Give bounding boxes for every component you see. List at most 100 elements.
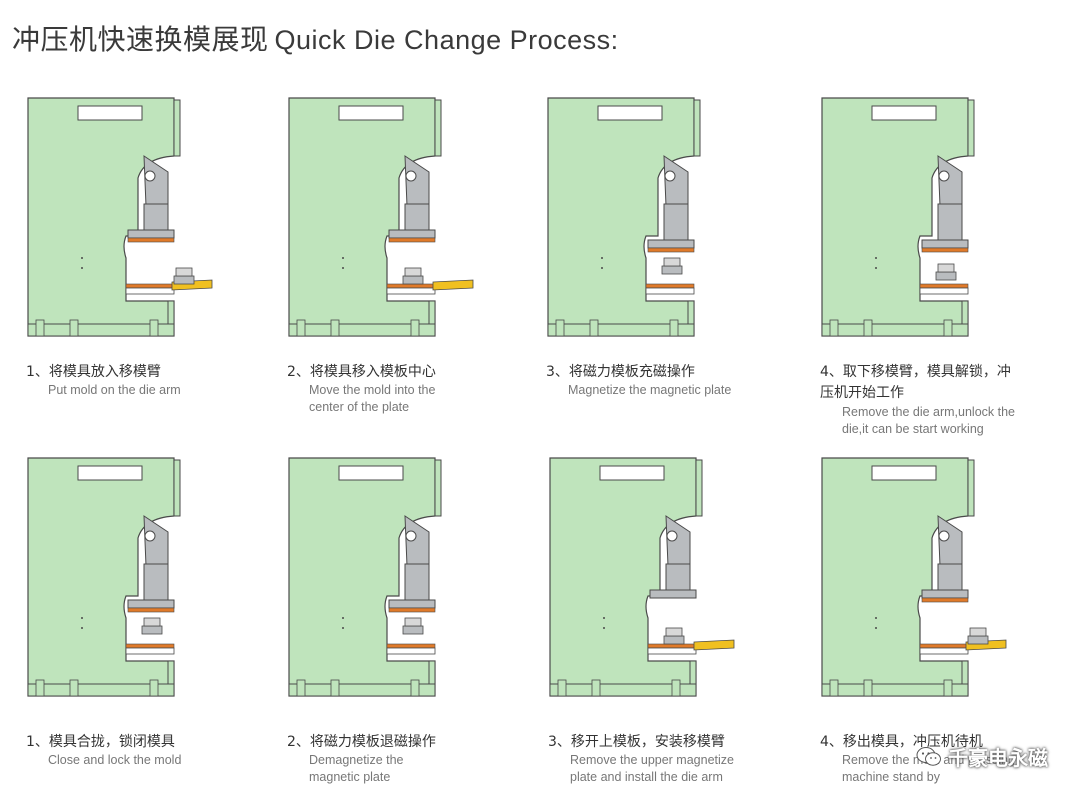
nameplate bbox=[338, 105, 404, 121]
mold-upper bbox=[665, 627, 683, 637]
step-label-cn: 2、将磁力模板退磁操作 bbox=[287, 734, 436, 750]
base-foot bbox=[330, 679, 340, 697]
machine-base bbox=[821, 323, 969, 337]
pivot-pin bbox=[664, 170, 676, 182]
ram-column bbox=[404, 203, 430, 231]
base-foot bbox=[296, 319, 306, 337]
upper-bolster bbox=[921, 239, 969, 249]
base-foot bbox=[943, 319, 953, 337]
nameplate bbox=[871, 465, 937, 481]
mold-upper bbox=[404, 617, 422, 627]
ram-column bbox=[937, 563, 963, 591]
ram-housing bbox=[143, 155, 169, 207]
mold-upper bbox=[143, 617, 161, 627]
body-marker bbox=[603, 627, 605, 629]
base-foot bbox=[69, 319, 79, 337]
base-foot bbox=[669, 319, 679, 337]
nameplate bbox=[871, 105, 937, 121]
mold-upper bbox=[175, 267, 193, 277]
body-marker bbox=[81, 627, 83, 629]
pivot-pin bbox=[405, 170, 417, 182]
base-foot bbox=[410, 319, 420, 337]
base-foot bbox=[591, 679, 601, 697]
ram-housing bbox=[665, 515, 691, 567]
step-caption: 2、将模具移入模板中心 Move the mold into the cente… bbox=[287, 362, 537, 416]
pivot-pin bbox=[144, 170, 156, 182]
frame-rail bbox=[967, 99, 975, 157]
step-label-cn: 1、模具合拢，锁闭模具 bbox=[26, 734, 175, 750]
upper-magnetic-plate bbox=[388, 607, 436, 613]
machine-base bbox=[549, 683, 697, 697]
base-foot bbox=[943, 679, 953, 697]
base-foot bbox=[69, 679, 79, 697]
press-machine-diagram bbox=[821, 97, 975, 337]
press-machine-diagram bbox=[549, 457, 735, 697]
press-machine-diagram bbox=[288, 97, 474, 337]
base-foot bbox=[829, 679, 839, 697]
lower-magnetic-plate bbox=[125, 283, 175, 289]
base-foot bbox=[829, 319, 839, 337]
press-machine-diagram bbox=[547, 97, 701, 337]
nameplate bbox=[599, 465, 665, 481]
step-label-cn: 4、取下移模臂，模具解锁，冲压机开始工作 bbox=[820, 364, 1011, 401]
press-machine-diagram bbox=[288, 457, 442, 697]
base-foot bbox=[296, 679, 306, 697]
step-label-cn: 1、将模具放入移模臂 bbox=[26, 364, 161, 380]
step-caption: 4、取下移模臂，模具解锁，冲压机开始工作 Remove the die arm,… bbox=[820, 362, 1060, 438]
machine-base bbox=[27, 683, 175, 697]
step-label-en: Move the mold into the center of the pla… bbox=[309, 383, 436, 414]
upper-bolster bbox=[127, 599, 175, 609]
lower-magnetic-plate bbox=[919, 643, 969, 649]
nameplate bbox=[338, 465, 404, 481]
body-marker bbox=[603, 617, 605, 619]
step-label-en: Demagnetize the magnetic plate bbox=[309, 753, 404, 784]
ram-housing bbox=[143, 515, 169, 567]
machine-frame bbox=[821, 457, 969, 697]
machine-frame bbox=[27, 97, 175, 337]
step-caption: 3、将磁力模板充磁操作 Magnetize the magnetic plate bbox=[546, 362, 796, 399]
ram-column bbox=[663, 203, 689, 241]
mold-upper bbox=[404, 267, 422, 277]
mold-upper bbox=[663, 257, 681, 267]
base-foot bbox=[330, 319, 340, 337]
frame-rail bbox=[695, 459, 703, 517]
mold-upper bbox=[937, 263, 955, 273]
machine-base bbox=[821, 683, 969, 697]
frame-rail bbox=[173, 99, 181, 157]
machine-frame bbox=[547, 97, 695, 337]
body-marker bbox=[875, 257, 877, 259]
lower-bolster bbox=[919, 287, 969, 295]
step-label-cn: 2、将模具移入模板中心 bbox=[287, 364, 436, 380]
nameplate bbox=[597, 105, 663, 121]
body-marker bbox=[601, 257, 603, 259]
die-arm bbox=[693, 639, 735, 651]
upper-magnetic-plate bbox=[921, 247, 969, 253]
lower-magnetic-plate bbox=[386, 643, 436, 649]
base-foot bbox=[555, 319, 565, 337]
ram-housing bbox=[404, 515, 430, 567]
watermark: 千豪电永磁 bbox=[916, 742, 1048, 771]
base-foot bbox=[35, 679, 45, 697]
ram-column bbox=[937, 203, 963, 241]
base-foot bbox=[863, 679, 873, 697]
ram-column bbox=[665, 563, 691, 591]
body-marker bbox=[342, 257, 344, 259]
frame-rail bbox=[967, 459, 975, 517]
wechat-icon bbox=[916, 746, 941, 766]
machine-base bbox=[547, 323, 695, 337]
ram-column bbox=[404, 563, 430, 601]
machine-frame bbox=[288, 97, 436, 337]
lower-magnetic-plate bbox=[647, 643, 697, 649]
watermark-text: 千豪电永磁 bbox=[948, 746, 1048, 770]
body-marker bbox=[81, 267, 83, 269]
ram-column bbox=[143, 203, 169, 231]
press-machine-diagram bbox=[27, 97, 213, 337]
lower-bolster bbox=[647, 647, 697, 655]
step-label-en: Magnetize the magnetic plate bbox=[568, 383, 732, 397]
machine-frame bbox=[288, 457, 436, 697]
step-caption: 1、将模具放入移模臂 Put mold on the die arm bbox=[26, 362, 276, 399]
nameplate bbox=[77, 105, 143, 121]
ram-housing bbox=[404, 155, 430, 207]
body-marker bbox=[601, 267, 603, 269]
pivot-pin bbox=[666, 530, 678, 542]
